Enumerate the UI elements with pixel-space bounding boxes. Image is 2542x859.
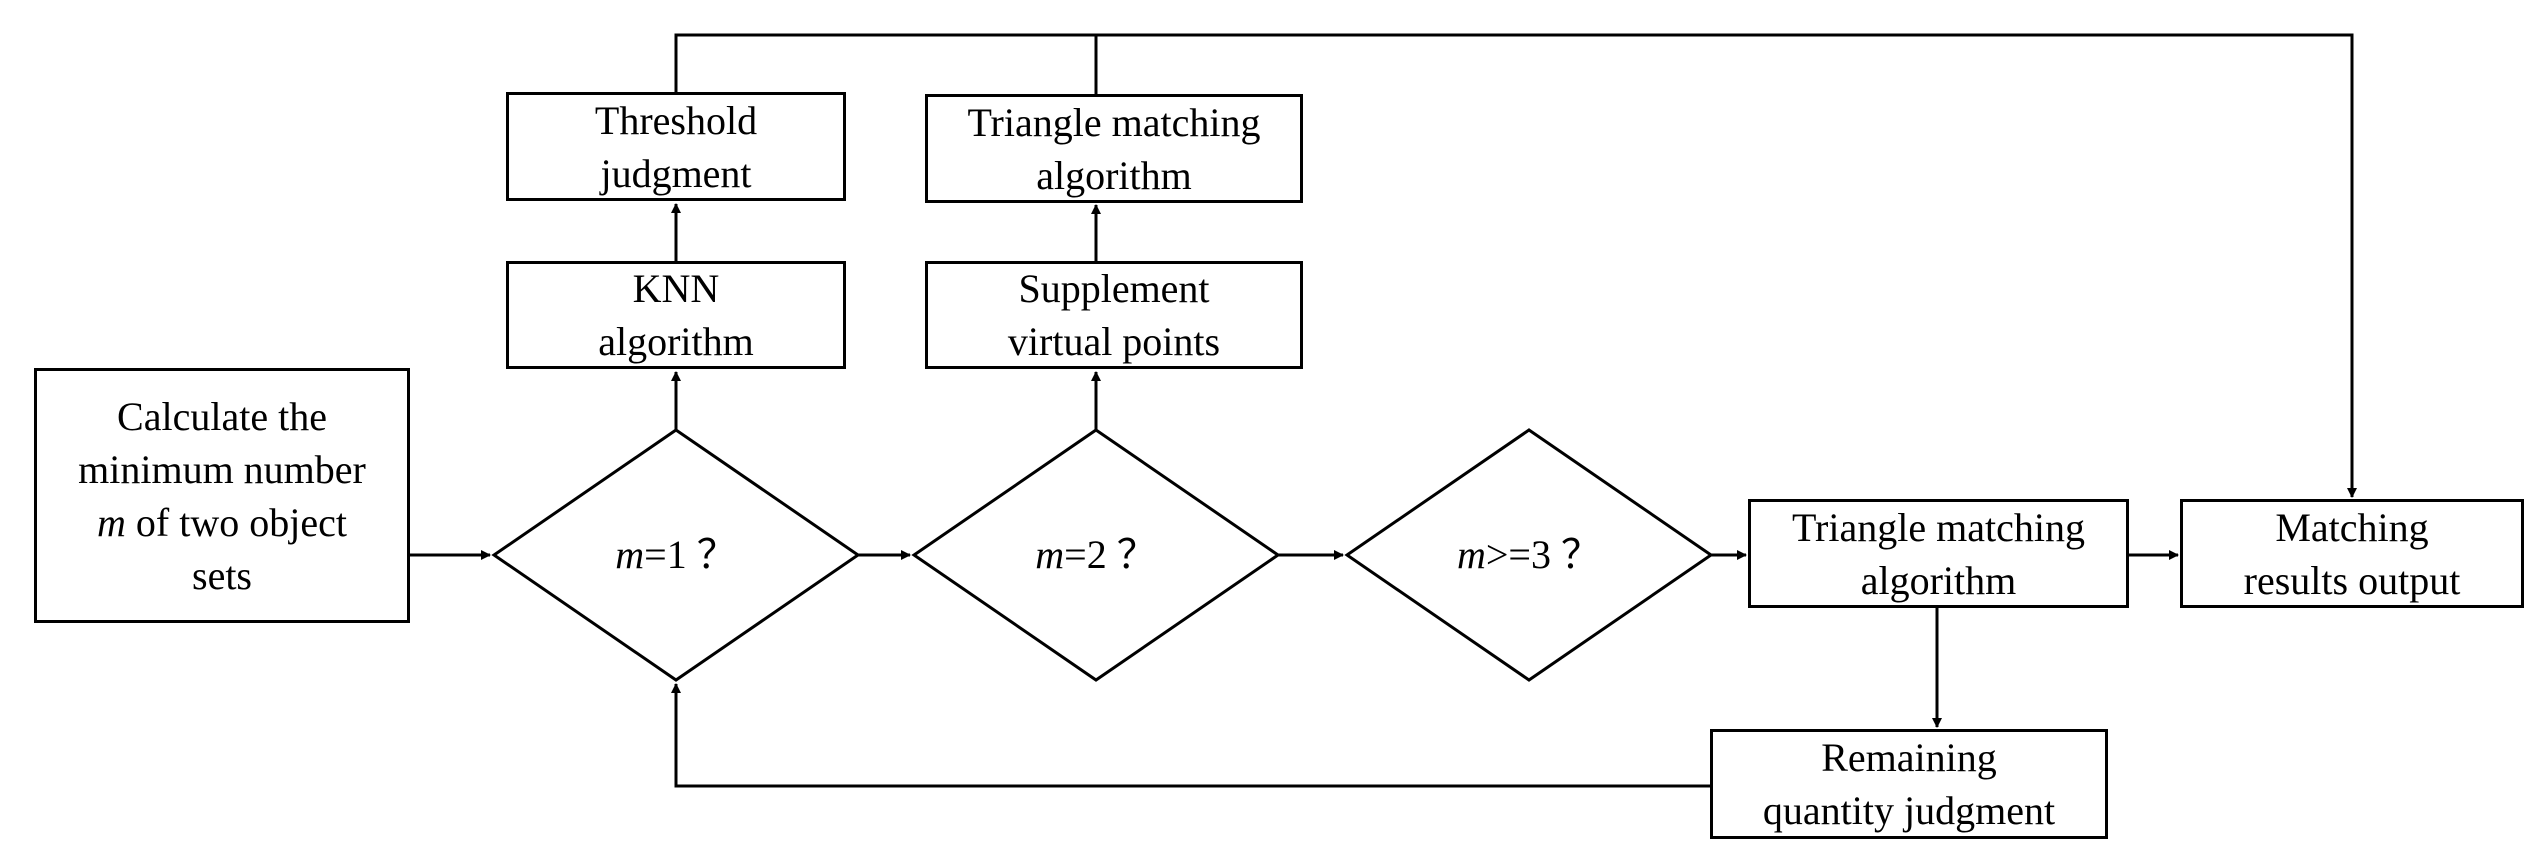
triangle-matching-main-box: Triangle matching algorithm	[1748, 499, 2129, 608]
decision-m1-label: m=1 ？	[520, 528, 832, 581]
decision-m2-text: =2 ？	[1064, 532, 1157, 577]
decision-m1-diamond	[491, 428, 861, 682]
triangle-top-line-2: algorithm	[1036, 152, 1192, 198]
threshold-judgment-box: Threshold judgment	[506, 92, 846, 201]
matching-results-output-box: Matching results output	[2180, 499, 2524, 608]
triangle-matching-top-box: Triangle matching algorithm	[925, 94, 1303, 203]
start-line-1: Calculate the	[117, 393, 327, 439]
triangle-main-line-2: algorithm	[1860, 557, 2017, 603]
decision-m3-text: >=3 ？	[1485, 532, 1601, 577]
start-line-3: m of two object	[97, 496, 347, 549]
supplement-line-2: virtual points	[1007, 319, 1221, 364]
remaining-line-1: Remaining	[1821, 735, 1997, 780]
output-line-2: results output	[2243, 557, 2461, 603]
supplement-virtual-points-box: Supplement virtual points	[925, 261, 1303, 369]
decision-m2-label: m=2 ？	[940, 528, 1252, 581]
output-line-1: Matching	[2275, 504, 2429, 550]
start-var-m: m	[97, 499, 126, 545]
decision-m2-diamond	[911, 428, 1281, 682]
decision-m3-diamond	[1344, 428, 1714, 682]
knn-line-2: algorithm	[598, 319, 754, 364]
start-calculate-box: Calculate the minimum number m of two ob…	[34, 368, 410, 623]
knn-line-1: KNN	[632, 266, 720, 311]
decision-m1-var: m	[615, 532, 645, 577]
threshold-line-2: judgment	[600, 150, 752, 196]
line-threshold-to-output	[674, 33, 2357, 498]
decision-m3-label: m>=3 ？	[1373, 528, 1685, 581]
decision-m3-var: m	[1456, 532, 1486, 577]
triangle-top-line-1: Triangle matching	[967, 99, 1261, 145]
knn-algorithm-box: KNN algorithm	[506, 261, 846, 369]
start-line-3-text: of two object	[135, 499, 347, 545]
supplement-line-1: Supplement	[1018, 266, 1210, 311]
remaining-line-2: quantity judgment	[1762, 788, 2056, 833]
start-line-2: minimum number	[78, 446, 366, 492]
decision-m2-var: m	[1035, 532, 1065, 577]
arrow-remaining-to-m1	[671, 683, 1712, 788]
remaining-quantity-judgment-box: Remaining quantity judgment	[1710, 729, 2108, 839]
decision-m1-text: =1 ？	[644, 532, 737, 577]
triangle-main-line-1: Triangle matching	[1792, 504, 2085, 550]
threshold-line-1: Threshold	[594, 97, 758, 143]
start-line-4: sets	[192, 552, 252, 598]
